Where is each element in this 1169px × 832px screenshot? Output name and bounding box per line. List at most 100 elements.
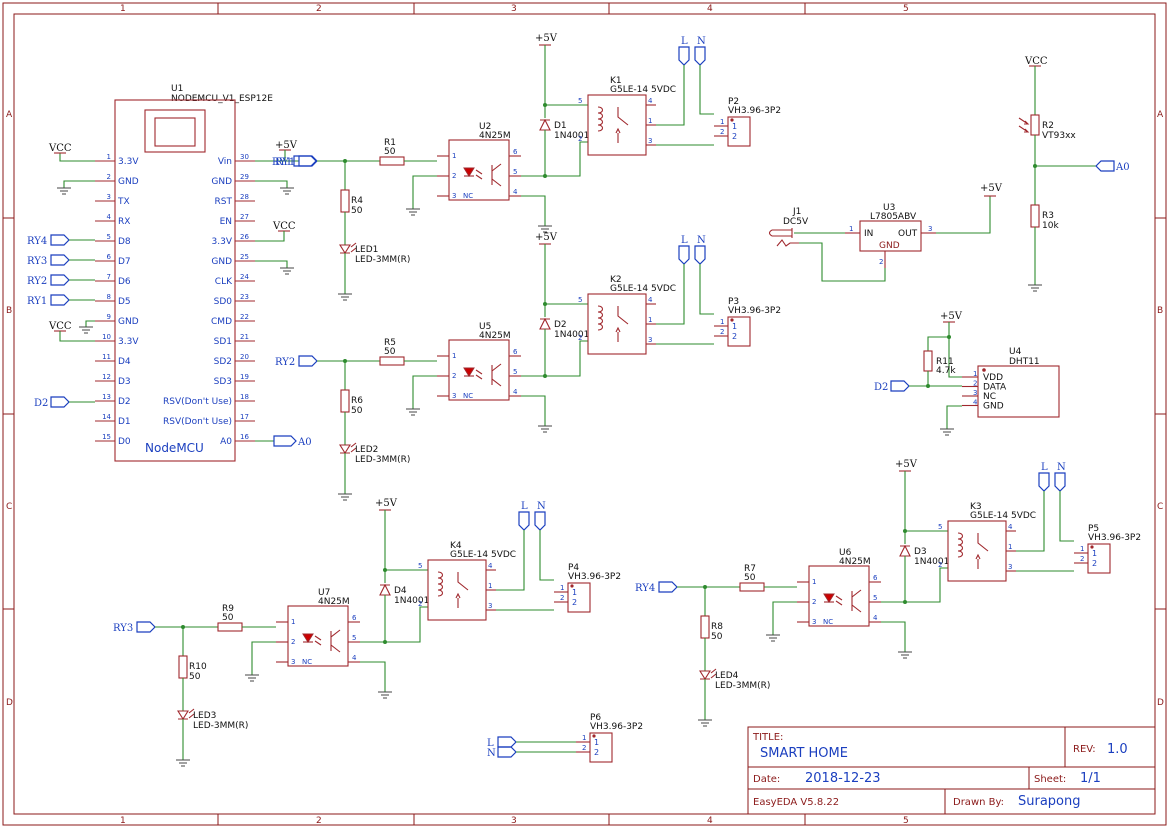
net-flag-a0-ldr — [1095, 160, 1115, 172]
pin-number: 3 — [973, 389, 977, 397]
pin-number: 4 — [107, 213, 112, 221]
net-label-l: L — [681, 235, 688, 246]
net-label-ry1: RY1 — [27, 296, 47, 307]
net-flag-ch1 — [298, 155, 318, 167]
connector-pin-number: 2 — [1080, 555, 1084, 563]
svg-text:3: 3 — [928, 225, 932, 233]
pin-name: Vin — [218, 157, 232, 167]
flyback-diode-symbol — [539, 317, 551, 330]
flyback-diode-symbol — [899, 544, 911, 557]
led-ref: LED3 — [193, 711, 216, 721]
net-flag-ry2 — [50, 274, 70, 286]
net-flag-a0-u1 — [273, 435, 297, 447]
p6-mains-connector: L N 1 2 1 2 P6 VH3.96-3P2 — [487, 713, 643, 763]
led-emission-arrows — [710, 668, 717, 679]
relay-value: G5LE-14 5VDC — [970, 511, 1036, 521]
net-flag-l — [678, 245, 690, 265]
optocoupler-body — [448, 139, 510, 201]
net-label-a0-ldr: A0 — [1115, 162, 1130, 173]
relay-pin-number: 4 — [648, 97, 653, 105]
pin-name: D1 — [118, 417, 131, 427]
connector-pin-number: 1 — [1080, 545, 1084, 553]
ground-symbol — [406, 208, 420, 216]
svg-text:2: 2 — [879, 258, 883, 266]
r3-ref: R3 — [1042, 211, 1054, 221]
relay-pin-number: 4 — [648, 296, 653, 304]
connector-pin-number: 2 — [720, 128, 724, 136]
frame-row-label: C — [1157, 502, 1163, 512]
led-resistor-value: 50 — [351, 206, 363, 216]
opto-pin-number: 6 — [352, 614, 357, 622]
diode-value: 1N4001 — [914, 557, 949, 567]
pin-name: GND — [983, 402, 1004, 412]
opto-pin-number: 4 — [352, 654, 357, 662]
ground-symbol — [176, 759, 190, 767]
pin-name: CMD — [211, 317, 232, 327]
pin-number: 13 — [102, 393, 111, 401]
ground-symbol — [338, 493, 352, 501]
frame-row-label: C — [6, 502, 12, 512]
frame-row-label: D — [6, 698, 13, 708]
opto-pin-number: 3 — [452, 392, 456, 400]
rev-value: 1.0 — [1107, 742, 1128, 757]
ground-symbol — [280, 267, 294, 275]
u3-pin-gnd: GND — [879, 241, 900, 251]
pin-number: 1 — [973, 370, 977, 378]
connector-body-pin: 2 — [1092, 559, 1097, 568]
led-ref: LED4 — [715, 671, 739, 681]
net-label-n: N — [697, 36, 706, 47]
optocoupler-ref: U5 — [479, 322, 491, 332]
net-flag-l — [518, 511, 530, 531]
net-flag-ch3 — [136, 621, 156, 633]
diode-value: 1N4001 — [554, 131, 589, 141]
connector-pin-number: 1 — [720, 118, 724, 126]
frame-col-label: 2 — [316, 816, 322, 826]
input-resistor-ref: R7 — [744, 564, 756, 574]
frame-row-label: D — [1157, 698, 1164, 708]
indicator-led-symbol — [699, 670, 711, 681]
svg-text:2: 2 — [582, 744, 586, 752]
frame-row-label: B — [6, 306, 12, 316]
connector-body-pin: 2 — [732, 332, 737, 341]
phototransistor-leads — [491, 163, 502, 187]
tool-version: EasyEDA V5.8.22 — [753, 797, 839, 808]
diode-value: 1N4001 — [394, 596, 429, 606]
led-resistor-body — [178, 655, 188, 679]
pin-number: 5 — [107, 233, 111, 241]
p5v-label: +5V — [535, 232, 558, 243]
connector-pin-number: 1 — [720, 318, 724, 326]
u1-ref: U1 — [171, 84, 183, 94]
opto-pin-number: 4 — [513, 388, 518, 396]
p5v-label: +5V — [535, 33, 558, 44]
relay-pin-number: 1 — [648, 117, 652, 125]
opto-led-symbol — [302, 633, 314, 643]
relay-pin-number: 3 — [1008, 563, 1012, 571]
connector-value: VH3.96-3P2 — [568, 572, 621, 582]
pin-name: SD3 — [214, 377, 232, 387]
pin-number: 27 — [240, 213, 249, 221]
net-flag-n-mains — [497, 746, 517, 758]
pin-number: 21 — [240, 333, 249, 341]
connector-pin-number: 2 — [720, 328, 724, 336]
frame-row-label: B — [1157, 306, 1163, 316]
opto-light-arrows — [475, 169, 483, 180]
vcc-label-1: VCC — [48, 143, 72, 154]
led-ref: LED1 — [355, 245, 378, 255]
pin-name: 3.3V — [118, 157, 139, 167]
output-connector-body — [727, 116, 751, 147]
net-flag-l-mains — [497, 736, 517, 748]
flyback-diode-symbol — [539, 118, 551, 131]
led-emission-arrows — [350, 242, 357, 253]
opto-pin-number: 3 — [452, 192, 456, 200]
connector-ref: P2 — [728, 97, 739, 107]
